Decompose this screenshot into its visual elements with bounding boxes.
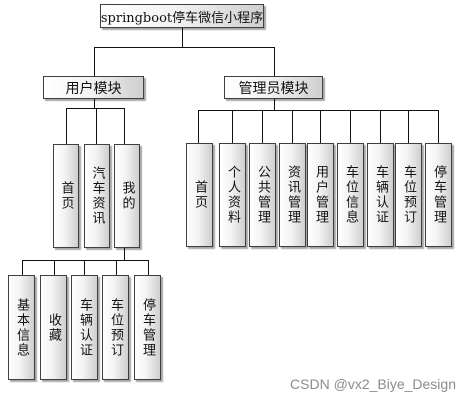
connector <box>292 110 293 144</box>
connector <box>22 260 149 261</box>
mine-node-vehicle-cert: 车辆认证 <box>71 275 98 380</box>
connector <box>66 108 125 109</box>
node-label: 资讯管理 <box>285 165 300 225</box>
root-label: springboot停车微信小程序 <box>100 10 264 26</box>
connector <box>274 47 275 77</box>
connector <box>380 110 381 144</box>
connector <box>350 110 351 144</box>
admin-node-news-mgmt: 资讯管理 <box>279 143 306 247</box>
admin-module-node: 管理员模块 <box>224 76 323 99</box>
admin-node-space-info: 车位信息 <box>337 143 364 247</box>
admin-node-home: 首页 <box>186 143 213 247</box>
connector <box>274 99 275 111</box>
admin-node-user-mgmt: 用户管理 <box>307 143 334 247</box>
mine-node-space-booking: 车位预订 <box>102 275 129 380</box>
node-label: 公共管理 <box>255 165 270 225</box>
mine-node-favorites: 收藏 <box>40 275 67 380</box>
admin-node-profile: 个人资料 <box>219 143 246 247</box>
node-label: 车辆认证 <box>373 165 388 225</box>
mine-node-parking-mgmt: 停车管理 <box>134 275 161 380</box>
connector <box>66 108 67 145</box>
watermark: CSDN @vx2_Biye_Design <box>290 376 456 392</box>
connector <box>96 108 97 145</box>
connector <box>84 260 85 276</box>
admin-node-vehicle-cert: 车辆认证 <box>367 143 394 247</box>
node-label: 车位预订 <box>401 165 416 225</box>
node-label: 个人资料 <box>225 165 240 225</box>
user-node-mine: 我的 <box>114 144 140 248</box>
connector <box>116 260 117 276</box>
connector <box>94 47 275 48</box>
connector <box>232 110 233 144</box>
admin-module-label: 管理员模块 <box>238 80 309 97</box>
connector <box>124 108 125 145</box>
admin-node-parking-mgmt: 停车管理 <box>425 143 452 247</box>
connector <box>94 47 95 77</box>
node-label: 我的 <box>119 181 135 211</box>
node-label: 用户管理 <box>313 165 328 225</box>
node-label: 车辆认证 <box>77 297 92 358</box>
connector <box>408 110 409 144</box>
node-label: 首页 <box>58 181 74 211</box>
connector <box>54 260 55 276</box>
admin-node-space-booking: 车位预订 <box>395 143 422 247</box>
node-label: 首页 <box>192 180 207 210</box>
user-node-home: 首页 <box>53 144 79 248</box>
root-node: springboot停车微信小程序 <box>100 4 264 28</box>
connector <box>94 99 95 109</box>
node-label: 汽车资讯 <box>89 166 105 226</box>
connector <box>182 26 183 48</box>
connector <box>148 260 149 276</box>
node-label: 收藏 <box>46 312 61 343</box>
node-label: 车位预订 <box>108 297 123 358</box>
connector <box>438 110 439 144</box>
connector <box>262 110 263 144</box>
user-module-label: 用户模块 <box>65 80 122 97</box>
connector <box>198 110 438 111</box>
node-label: 停车管理 <box>140 297 155 358</box>
node-label: 基本信息 <box>14 297 29 358</box>
node-label: 车位信息 <box>343 165 358 225</box>
connector <box>22 260 23 276</box>
connector <box>320 110 321 144</box>
user-node-car-news: 汽车资讯 <box>84 144 110 248</box>
user-module-node: 用户模块 <box>43 76 144 99</box>
mine-node-basic-info: 基本信息 <box>8 275 35 380</box>
admin-node-public-mgmt: 公共管理 <box>249 143 276 247</box>
node-label: 停车管理 <box>431 165 446 225</box>
connector <box>198 110 199 144</box>
connector <box>124 247 125 261</box>
